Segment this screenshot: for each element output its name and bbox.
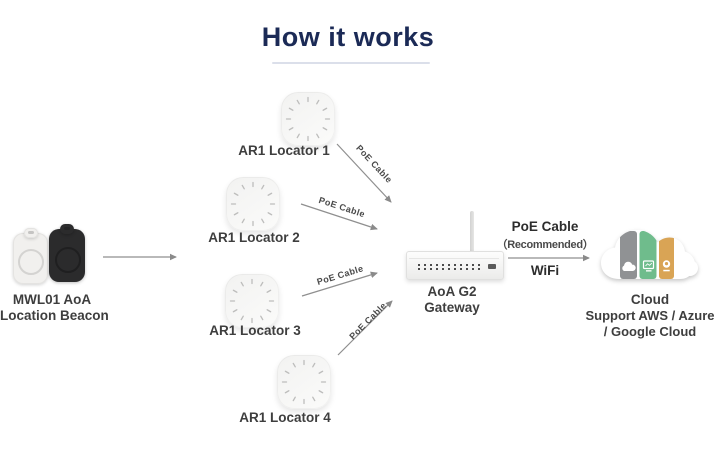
gateway-label-line2: Gateway <box>424 300 480 315</box>
cloud-label-block: Cloud Support AWS / Azure / Google Cloud <box>580 292 720 340</box>
page-title: How it works <box>261 22 435 52</box>
monitor-stand <box>646 270 652 272</box>
ar1-locator-4-device-icon <box>277 355 331 409</box>
uplink-recommended-label: （Recommended） <box>496 239 594 251</box>
arrow-locator3-to-gateway <box>301 271 378 297</box>
gateway-ridge <box>409 258 499 259</box>
locator-4-label: AR1 Locator 4 <box>239 410 331 425</box>
title-underline <box>272 62 430 64</box>
cloud-icon <box>601 230 698 279</box>
mini-cloud-icon <box>622 261 636 271</box>
beacon-tab <box>60 224 74 234</box>
gateway-ports <box>418 264 484 266</box>
uplink-wifi-label: WiFi <box>530 263 560 278</box>
poe-cable-label-1: PoE Cable <box>354 143 394 185</box>
poe-cable-label-4: PoE Cable <box>347 300 388 341</box>
poe-cable-label-2: PoE Cable <box>317 195 366 219</box>
beacon-label-line2: Location Beacon <box>0 308 109 323</box>
beacon-hole <box>27 231 34 234</box>
cloud-stripe-orange <box>659 231 674 279</box>
locator-2-label: AR1 Locator 2 <box>208 230 300 245</box>
beacon-tab <box>23 228 38 238</box>
monitor-icon <box>642 260 655 270</box>
locator-3-label: AR1 Locator 3 <box>209 323 301 338</box>
beacon-ring <box>55 247 81 273</box>
ar1-locator-1-device-icon <box>281 92 335 146</box>
poe-cable-label-3: PoE Cable <box>316 263 365 287</box>
gateway-label: AoA G2 Gateway <box>402 284 502 316</box>
beacon-ring <box>18 249 44 275</box>
cloud-support-line2: / Google Cloud <box>603 324 697 339</box>
uplink-poe-cable-label: PoE Cable <box>511 219 579 234</box>
beacon-label: MWL01 AoA Location Beacon <box>0 292 109 324</box>
arrow-locator1-to-gateway <box>336 143 392 203</box>
gateway-ports <box>418 268 484 270</box>
cloud-support-line1: Support AWS / Azure <box>585 308 715 323</box>
gateway-device-icon <box>406 251 504 280</box>
locator-1-label: AR1 Locator 1 <box>238 143 330 158</box>
pin-caption <box>663 269 670 272</box>
arrow-locator2-to-gateway <box>300 203 378 231</box>
beacon-label-line1: MWL01 AoA <box>12 292 92 307</box>
gateway-label-line1: AoA G2 <box>427 284 477 299</box>
cloud-label: Cloud <box>630 292 670 307</box>
ar1-locator-2-device-icon <box>226 177 280 231</box>
cloud-stripe-green <box>639 231 657 279</box>
ar1-locator-3-device-icon <box>225 274 279 328</box>
mwl01-beacon-white-icon <box>13 228 48 284</box>
mwl01-beacon-black-icon <box>49 224 85 282</box>
cloud-stripe-gray <box>620 231 637 279</box>
location-pin-dot <box>664 262 669 266</box>
beacon-hole <box>64 227 70 230</box>
arrow-locator4-to-gateway <box>337 300 393 356</box>
gateway-antenna-icon <box>470 211 474 255</box>
monitor-chart-line <box>645 262 653 267</box>
gateway-port-led <box>488 264 496 269</box>
